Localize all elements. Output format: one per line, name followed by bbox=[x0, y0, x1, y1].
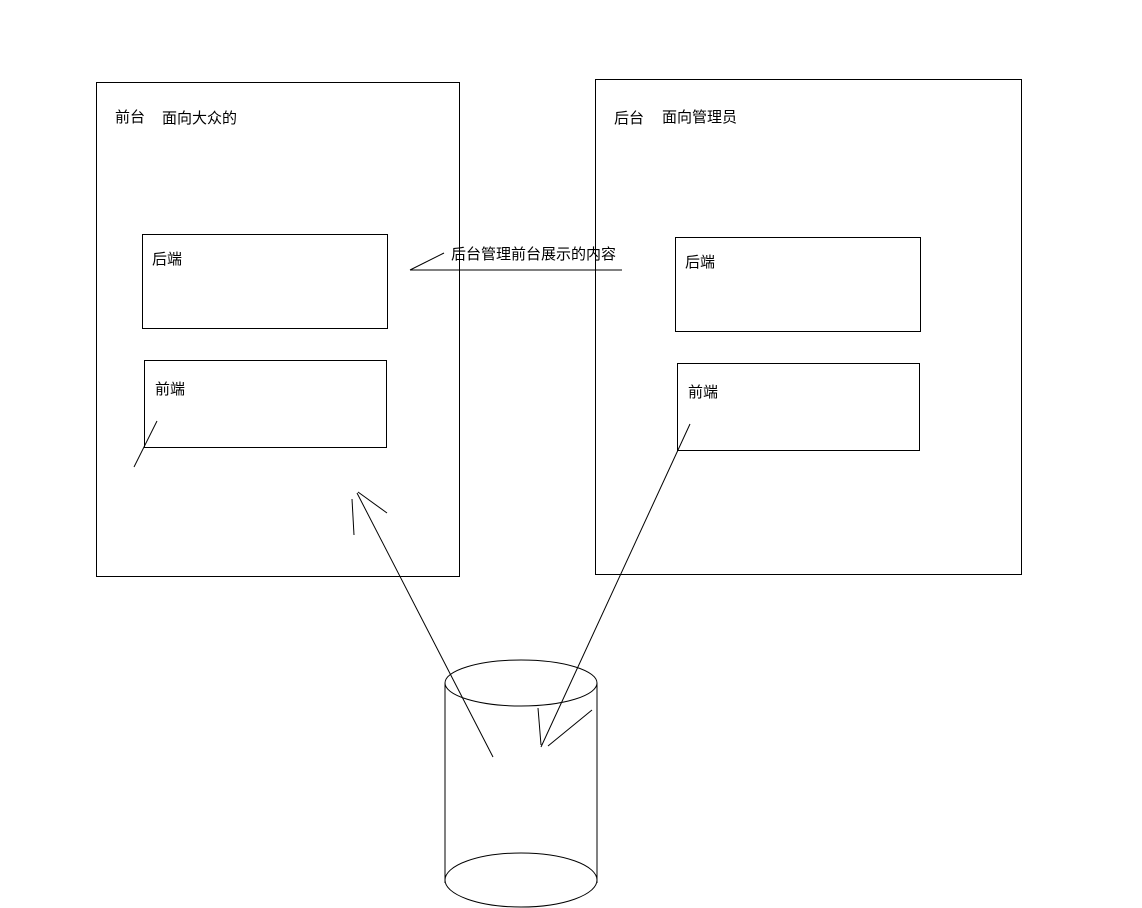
backend-system-backend-box bbox=[675, 237, 921, 332]
frontend-system-audience: 面向大众的 bbox=[162, 109, 238, 127]
backend-system-box bbox=[595, 79, 1022, 575]
frontend-system-backend-label: 后端 bbox=[152, 250, 183, 268]
database-to-frontend-arrow bbox=[356, 492, 494, 758]
frontend-system-backend-box bbox=[142, 234, 388, 329]
backend-to-database-arrow bbox=[540, 423, 691, 748]
frontend-system-frontend-box bbox=[144, 360, 387, 448]
backend-to-database-arrowhead-left bbox=[537, 707, 542, 746]
database-to-frontend-arrowhead-left bbox=[351, 498, 355, 536]
database-top bbox=[444, 659, 598, 707]
backend-to-database-arrowhead-right bbox=[547, 709, 593, 747]
backend-system-title: 后台 bbox=[614, 109, 645, 127]
backend-system-frontend-label: 前端 bbox=[688, 383, 719, 401]
database-to-frontend-arrowhead-right bbox=[357, 491, 388, 514]
backend-system-backend-label: 后端 bbox=[685, 253, 716, 271]
frontend-system-title: 前台 bbox=[115, 108, 146, 126]
backend-system-audience: 面向管理员 bbox=[662, 108, 738, 126]
connector-pointer bbox=[409, 252, 445, 271]
backend-system-frontend-box bbox=[677, 363, 920, 451]
stray-mark bbox=[133, 420, 158, 468]
frontend-system-frontend-label: 前端 bbox=[155, 380, 186, 398]
database-bottom bbox=[444, 852, 598, 908]
connector-note: 后台管理前台展示的内容 bbox=[451, 245, 617, 263]
frontend-system-box bbox=[96, 82, 460, 577]
